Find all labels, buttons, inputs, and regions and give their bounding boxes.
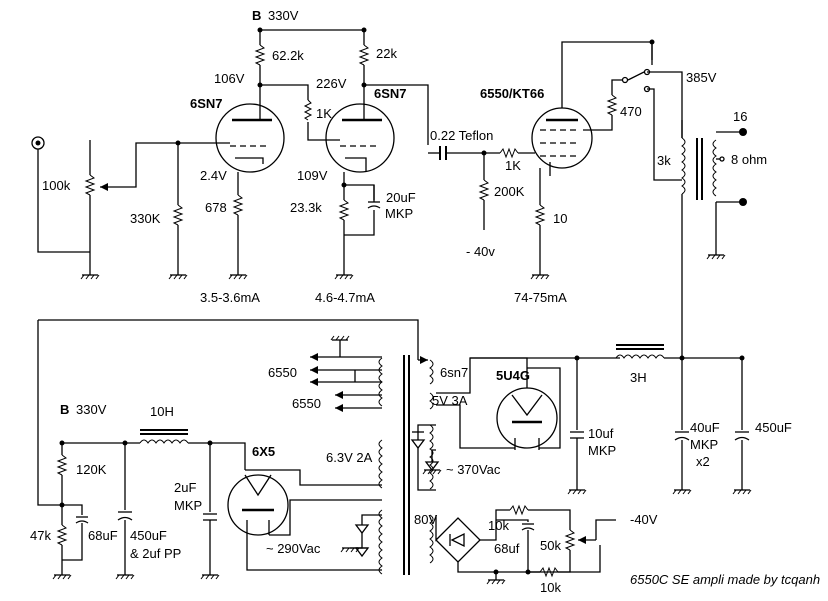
r10k-a-label: 10k	[488, 518, 509, 533]
amplifier-section	[31, 29, 747, 300]
r10k-b-label: 10k	[540, 580, 561, 595]
r233k-label: 23.3k	[290, 200, 322, 215]
output-transformer	[681, 137, 717, 200]
b-label-top: B	[252, 8, 261, 23]
r10-label: 10	[553, 211, 567, 226]
c10uf-mkp-label: MKP	[588, 443, 616, 458]
tube-6550-label: 6550/KT66	[480, 86, 544, 101]
resistor-330k	[172, 204, 184, 226]
pot100k-label: 100k	[42, 178, 71, 193]
tap8-label: 8 ohm	[731, 152, 767, 167]
v109-label: 109V	[297, 168, 328, 183]
v80-label: 80V	[414, 512, 437, 527]
power-supply-section	[37, 300, 750, 580]
c40uf-x2-label: x2	[696, 454, 710, 469]
c2ufpp-label: & 2uf PP	[130, 546, 181, 561]
tube-6sn7-b-label: 6SN7	[374, 86, 407, 101]
resistor-1k-a	[303, 99, 313, 121]
choke-3h-label: 3H	[630, 370, 647, 385]
c68uf-a-label: 68uF	[88, 528, 118, 543]
c40uf-mkp-label: MKP	[690, 437, 718, 452]
r22k-label: 22k	[376, 46, 397, 61]
junction-dots	[59, 27, 745, 575]
pot-50k	[564, 529, 576, 551]
c2uf-mkp-label: MKP	[174, 498, 202, 513]
tube-6x5-label: 6X5	[252, 444, 275, 459]
c450uf-right-label: 450uF	[755, 420, 792, 435]
r470-label: 470	[620, 104, 642, 119]
input-jack	[31, 136, 45, 150]
v330-label-bottom: 330V	[76, 402, 107, 417]
v290-label: ~ 290Vac	[266, 541, 321, 556]
tube-6sn7-a	[215, 103, 285, 173]
resistor-10k-a	[509, 504, 529, 516]
tube-6550	[531, 107, 600, 176]
r200k-label: 200K	[494, 184, 525, 199]
component-labels: B 330V 62.2k 22k 106V 226V 6SN7 6SN7 1K …	[30, 8, 820, 595]
neg40v-label: - 40v	[466, 244, 495, 259]
heater-6550-b-label: 6550	[292, 396, 321, 411]
tube-6sn7-a-label: 6SN7	[190, 96, 223, 111]
current-b-label: 4.6-4.7mA	[315, 290, 375, 305]
resistor-1k-b	[499, 147, 519, 159]
current-a-label: 3.5-3.6mA	[200, 290, 260, 305]
resistor-47k	[56, 524, 68, 546]
c022-label: 0.22 Teflon	[430, 128, 493, 143]
choke-3h	[615, 344, 665, 359]
resistor-678	[232, 194, 244, 216]
choke-10h-label: 10H	[150, 404, 174, 419]
v370-label: ~ 370Vac	[446, 462, 501, 477]
credit-label: 6550C SE ampli made by tcqanh	[630, 572, 820, 587]
v226-label: 226V	[316, 76, 347, 91]
resistor-120k	[56, 454, 68, 476]
resistor-10	[534, 204, 546, 226]
neg40v-out-label: -40V	[630, 512, 658, 527]
r47k-label: 47k	[30, 528, 51, 543]
c68uf-b-label: 68uf	[494, 541, 520, 556]
r330k-label: 330K	[130, 211, 161, 226]
winding-63v2a-label: 6.3V 2A	[326, 450, 373, 465]
b-label-bottom: B	[60, 402, 69, 417]
heater-6sn7-label: 6sn7	[440, 365, 468, 380]
v106-label: 106V	[214, 71, 245, 86]
c20uf-label: 20uF	[386, 190, 416, 205]
pot-100k	[84, 174, 96, 196]
r120k-label: 120K	[76, 462, 107, 477]
choke-10h	[139, 429, 189, 444]
v330-label-top: 330V	[268, 8, 299, 23]
pot50k-label: 50k	[540, 538, 561, 553]
c10uf-label: 10uf	[588, 426, 614, 441]
tube-5u4g	[496, 387, 558, 450]
resistor-22k	[358, 44, 370, 66]
resistor-470	[606, 94, 618, 116]
c40uf-label: 40uF	[690, 420, 720, 435]
current-c-label: 74-75mA	[514, 290, 567, 305]
r1k-a-label: 1K	[316, 106, 332, 121]
r678-label: 678	[205, 200, 227, 215]
r1k-b-label: 1K	[505, 158, 521, 173]
resistor-23k	[338, 199, 350, 221]
v385-label: 385V	[686, 70, 717, 85]
v24-label: 2.4V	[200, 168, 227, 183]
heater-6550-a-label: 6550	[268, 365, 297, 380]
r62k-label: 62.2k	[272, 48, 304, 63]
winding-5v3a-label: 5V 3A	[432, 393, 468, 408]
tube-6sn7-b	[325, 103, 395, 173]
r3k-label: 3k	[657, 153, 671, 168]
resistor-62k	[254, 44, 266, 66]
tube-5u4g-label: 5U4G	[496, 368, 530, 383]
tap16-label: 16	[733, 109, 747, 124]
c20uf-mkp-label: MKP	[385, 206, 413, 221]
c450uf-left-label: 450uF	[130, 528, 167, 543]
resistor-10k-b	[539, 566, 559, 578]
resistor-200k	[478, 179, 490, 201]
c2uf-label: 2uF	[174, 480, 196, 495]
tube-6x5	[227, 474, 289, 536]
